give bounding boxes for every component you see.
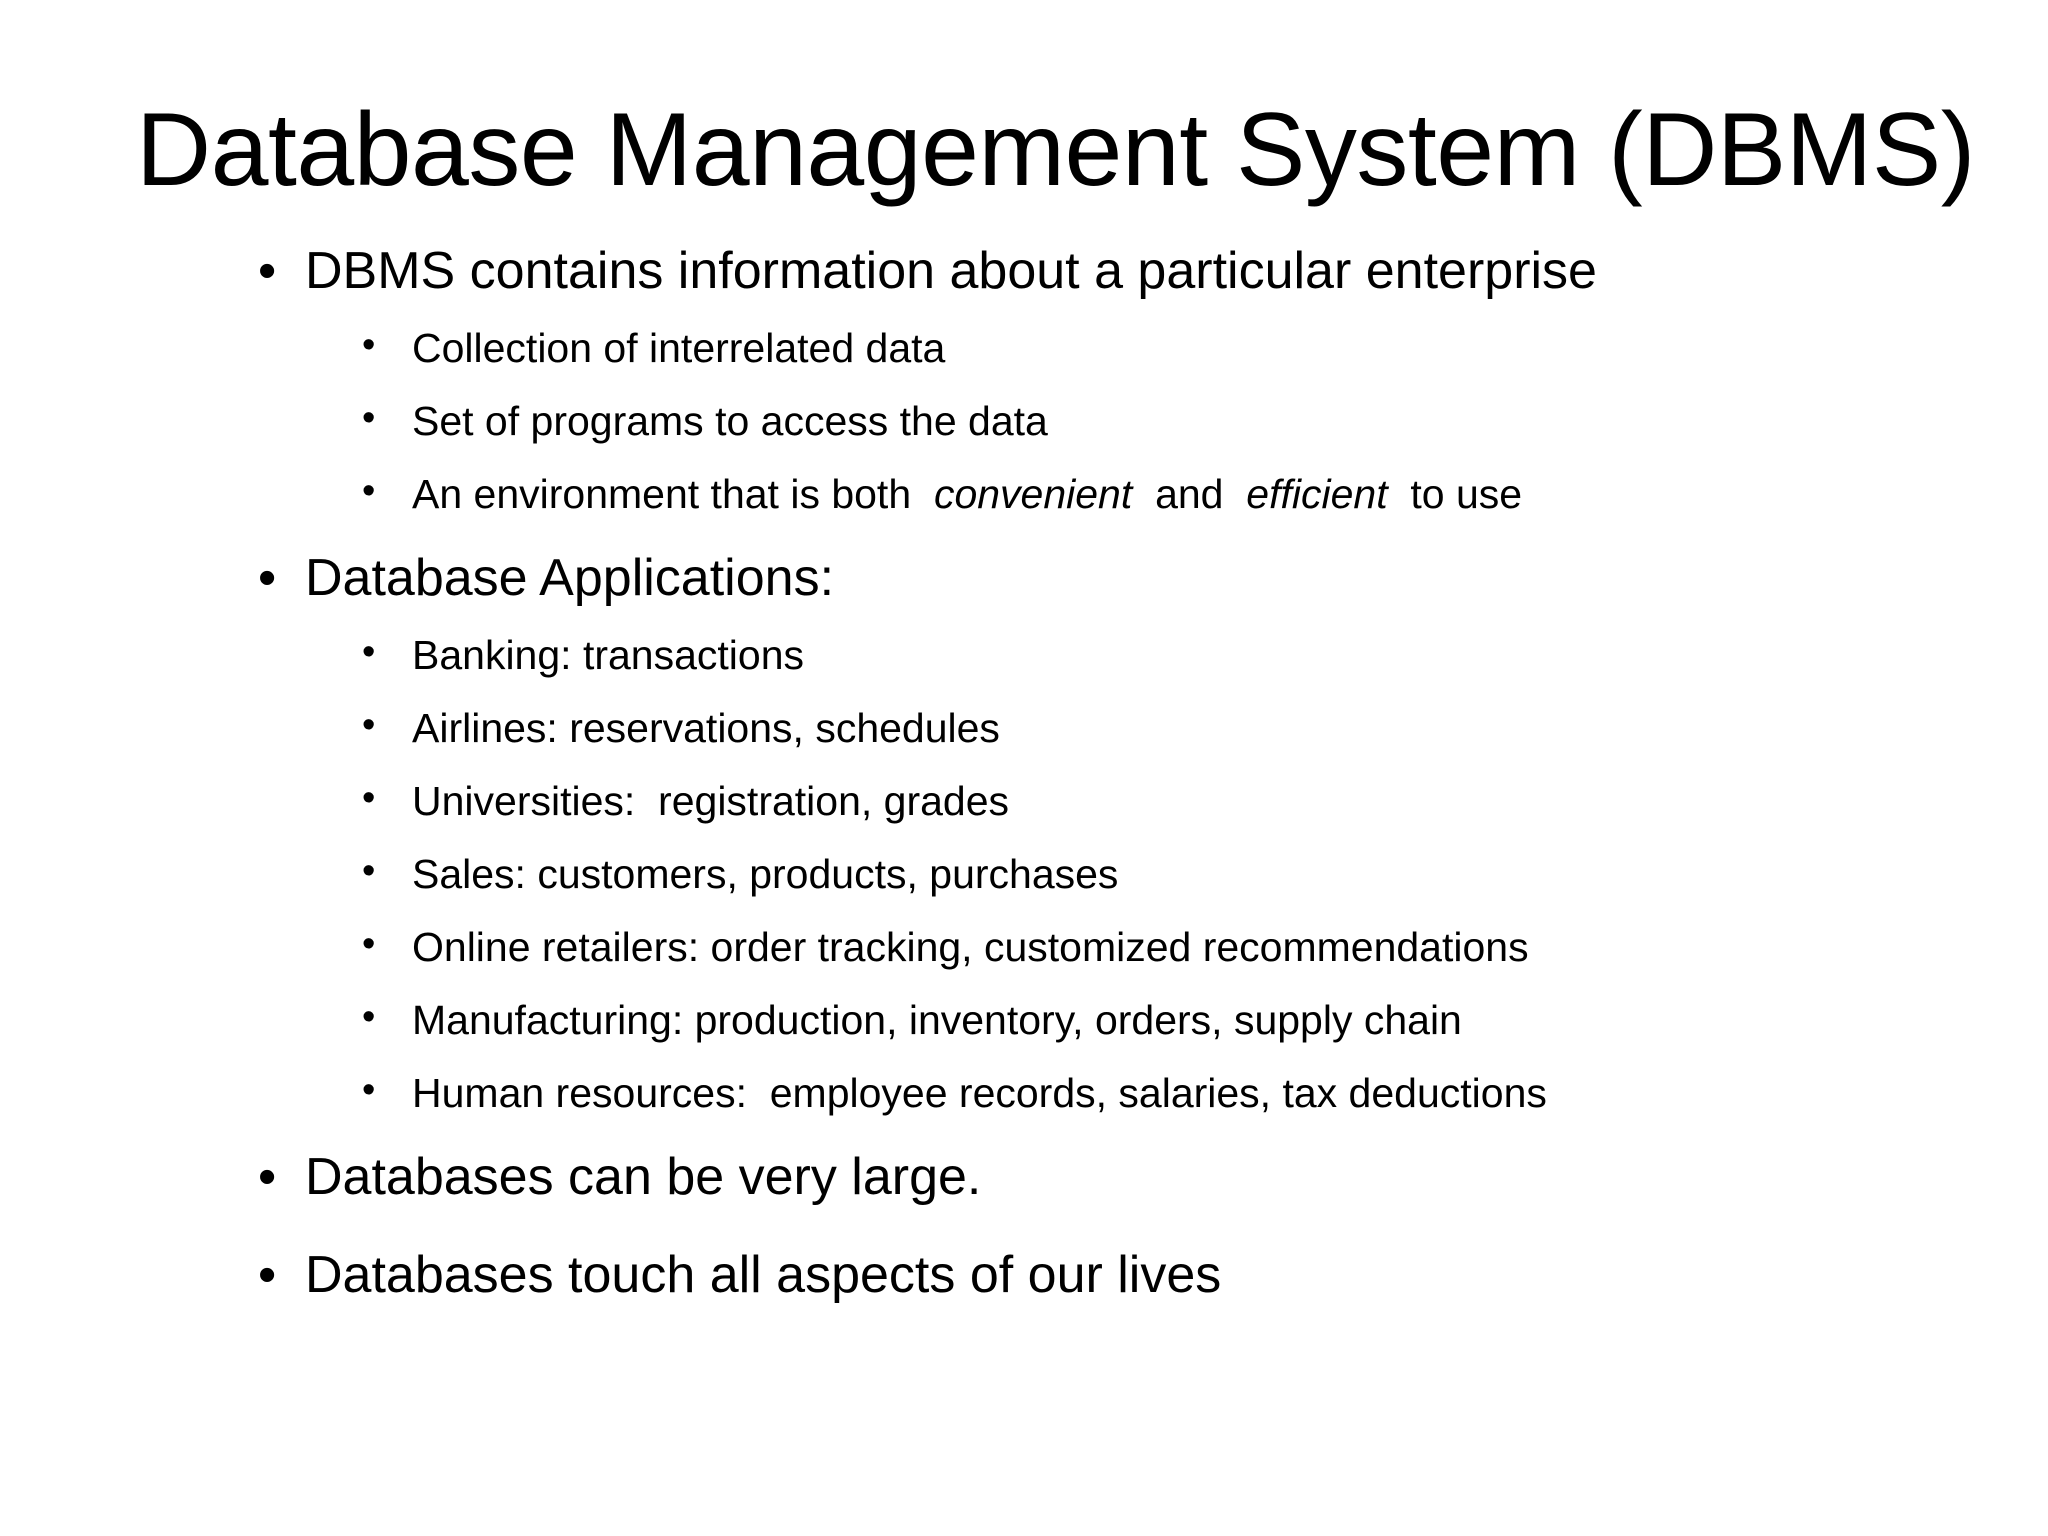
emphasis-convenient: convenient <box>933 470 1133 517</box>
bullet-level2-item: • Universities: registration, grades <box>0 776 2048 824</box>
bullet-group-2: • Database Applications: • Banking: tran… <box>0 548 2048 1117</box>
bullet-level2-label-mid: and <box>1143 470 1235 517</box>
bullet-level2-label-post: to use <box>1399 470 1523 517</box>
bullet-level2-label: Airlines: reservations, schedules <box>412 704 1000 751</box>
bullet-level2-item: • Online retailers: order tracking, cust… <box>0 922 2048 970</box>
slide-title: Database Management System (DBMS) <box>136 91 1975 208</box>
bullet-dot-icon: • <box>362 996 376 1038</box>
bullet-dot-icon: • <box>258 1148 277 1207</box>
bullet-level1-label: Database Applications: <box>305 548 835 607</box>
bullet-level2-item: • Banking: transactions <box>0 630 2048 678</box>
bullet-dot-icon: • <box>362 396 376 439</box>
bullet-level1-label: Databases touch all aspects of our lives <box>305 1245 1222 1304</box>
bullet-dot-icon: • <box>258 548 277 607</box>
bullet-dot-icon: • <box>362 323 376 366</box>
bullet-dot-icon: • <box>362 469 376 512</box>
bullet-level2-label: An environment that is both <box>412 470 923 517</box>
bullet-level1-item: • DBMS contains information about a part… <box>0 242 2048 300</box>
bullet-level2-item: • Human resources: employee records, sal… <box>0 1069 2048 1117</box>
bullet-level1-label: Databases can be very large. <box>305 1148 982 1207</box>
bullet-level2-label: Banking: transactions <box>412 631 805 678</box>
bullet-level1-item: • Database Applications: <box>0 548 2048 607</box>
bullet-dot-icon: • <box>362 1069 376 1112</box>
bullet-level2-item: • Manufacturing: production, inventory, … <box>0 996 2048 1043</box>
sub-bullet-list-1: • Collection of interrelated data • Set … <box>0 323 2048 517</box>
bullet-level2-item: • Set of programs to access the data <box>0 396 2048 444</box>
slide-body: • DBMS contains information about a part… <box>0 242 2048 1345</box>
bullet-level1-label: DBMS contains information about a partic… <box>305 242 1597 300</box>
bullet-group-1: • DBMS contains information about a part… <box>0 242 2048 517</box>
bullet-level2-item: • An environment that is both convenient… <box>0 469 2048 517</box>
bullet-group-3: • Databases can be very large. • Databas… <box>0 1148 2048 1304</box>
bullet-dot-icon: • <box>362 703 376 746</box>
bullet-level2-label: Manufacturing: production, inventory, or… <box>412 997 1462 1043</box>
bullet-level2-label: Collection of interrelated data <box>412 324 946 371</box>
emphasis-efficient: efficient <box>1246 470 1388 517</box>
bullet-level2-label: Human resources: employee records, salar… <box>412 1070 1547 1117</box>
bullet-dot-icon: • <box>362 849 376 892</box>
bullet-level2-item: • Collection of interrelated data <box>0 323 2048 371</box>
bullet-level1-item: • Databases can be very large. <box>0 1148 2048 1207</box>
bullet-dot-icon: • <box>362 630 376 673</box>
bullet-level1-item: • Databases touch all aspects of our liv… <box>0 1245 2048 1304</box>
bullet-level2-label: Set of programs to access the data <box>412 397 1048 444</box>
bullet-level2-label: Online retailers: order tracking, custom… <box>412 923 1529 970</box>
bullet-dot-icon: • <box>362 922 376 965</box>
bullet-dot-icon: • <box>362 776 376 819</box>
bullet-level2-label: Sales: customers, products, purchases <box>412 850 1119 897</box>
bullet-dot-icon: • <box>258 1245 277 1304</box>
sub-bullet-list-2: • Banking: transactions • Airlines: rese… <box>0 630 2048 1117</box>
bullet-dot-icon: • <box>258 242 277 300</box>
bullet-level2-item: • Airlines: reservations, schedules <box>0 703 2048 751</box>
bullet-level2-label: Universities: registration, grades <box>412 777 1010 824</box>
bullet-level2-item: • Sales: customers, products, purchases <box>0 849 2048 897</box>
